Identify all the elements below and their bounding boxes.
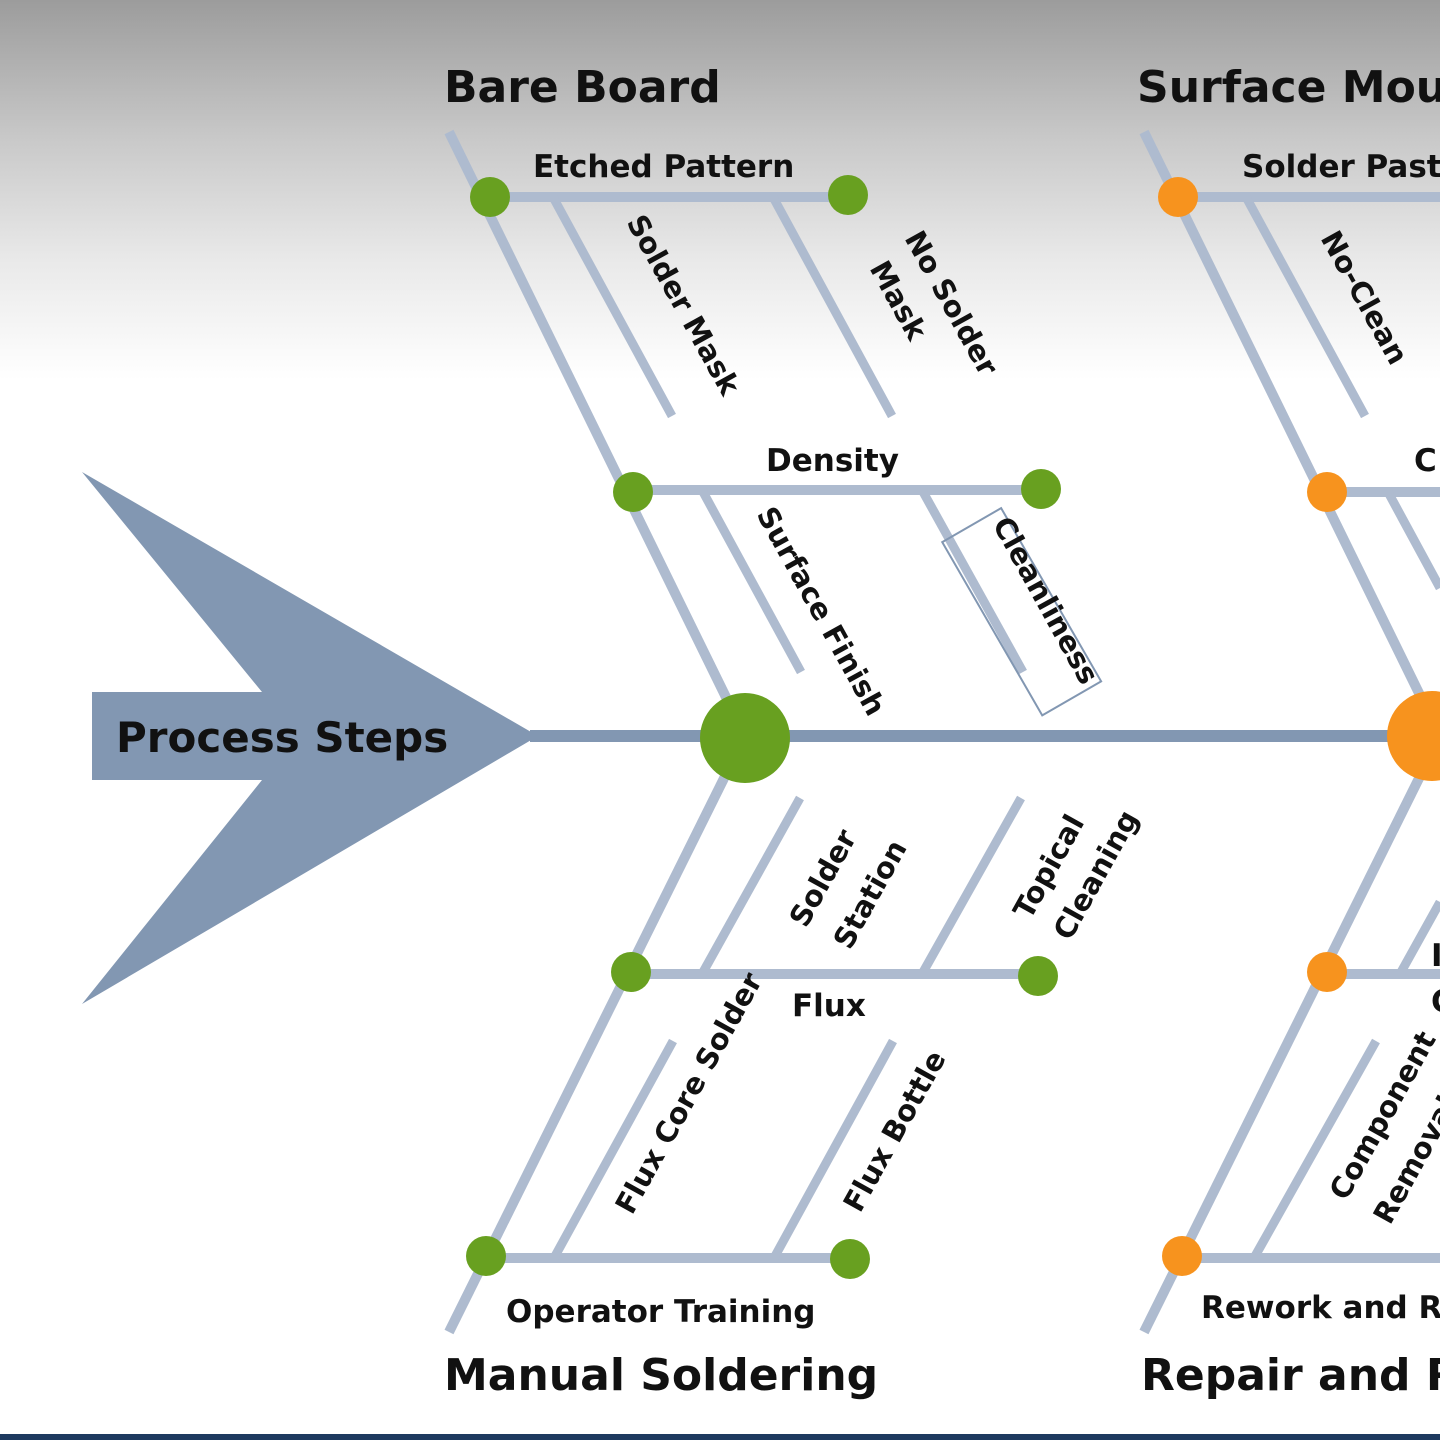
surface-c-leaf-line <box>1384 489 1440 591</box>
repair-main-node <box>1387 691 1440 781</box>
flux-start-node <box>611 952 651 992</box>
solder-mask-leaf-line <box>549 194 676 419</box>
manual-soldering-group: Flux Operator Training Manual Soldering … <box>444 733 1145 1401</box>
repair-upper-start-node <box>1307 952 1347 992</box>
surface-mount-bone <box>1139 129 1440 739</box>
cleanliness-box <box>940 506 1103 717</box>
bare-board-main-node <box>700 693 790 783</box>
manual-soldering-label: Manual Soldering <box>444 1350 878 1401</box>
flux-bottle-label: Flux Bottle <box>836 1045 952 1218</box>
etched-pattern-end-node <box>828 175 868 215</box>
repair-upper-leaf-line <box>1396 899 1440 977</box>
solder-mask-label: Solder Mask <box>620 209 747 402</box>
density-start-node <box>613 472 653 512</box>
density-label: Density <box>766 443 899 479</box>
flux-core-solder-label: Flux Core Solder <box>608 966 769 1219</box>
head-label: Process Steps <box>116 713 448 762</box>
density-end-node <box>1021 469 1061 509</box>
bottom-bar <box>0 1434 1440 1440</box>
repair-upper-label-a: I <box>1431 938 1440 974</box>
flux-core-solder-leaf-line <box>550 1038 677 1261</box>
rework-label: Rework and Re <box>1201 1290 1440 1326</box>
solder-paste-start-node <box>1158 177 1198 217</box>
manual-soldering-bone <box>444 733 750 1335</box>
surface-c-label: C <box>1414 443 1437 479</box>
etched-pattern-label: Etched Pattern <box>533 149 794 185</box>
flux-bottle-leaf-line <box>770 1038 897 1261</box>
operator-training-start-node <box>466 1236 506 1276</box>
solder-station-leaf-line <box>698 795 804 977</box>
flux-label: Flux <box>792 988 866 1024</box>
rework-start-node <box>1162 1236 1202 1276</box>
surface-mount-group: Surface Mour Solder Paste C No-Clean <box>1137 62 1440 739</box>
surface-finish-leaf-line <box>698 487 805 675</box>
operator-training-label: Operator Training <box>506 1294 816 1330</box>
topical-cleaning-leaf-line <box>918 795 1025 977</box>
cleanliness-leaf-line <box>918 487 1027 675</box>
repair-group: I C Rework and Re Repair and Re Componen… <box>1139 691 1440 1401</box>
bare-board-label: Bare Board <box>444 62 721 113</box>
etched-pattern-start-node <box>470 177 510 217</box>
repair-upper-label-b: C <box>1431 984 1440 1020</box>
repair-label: Repair and Re <box>1141 1350 1440 1401</box>
cleanliness-label: Cleanliness <box>986 511 1106 690</box>
surface-c-start-node <box>1307 472 1347 512</box>
head-arrow <box>82 472 538 1004</box>
component-removal-leaf-line <box>1250 1038 1380 1261</box>
operator-training-end-node <box>830 1239 870 1279</box>
bare-board-group: Bare Board Etched Pattern Density Solder… <box>444 62 1106 739</box>
surface-mount-label: Surface Mour <box>1137 62 1440 113</box>
solder-paste-label: Solder Paste <box>1242 149 1440 185</box>
bare-board-bone <box>444 129 750 739</box>
no-solder-mask-leaf-line <box>769 194 896 419</box>
repair-bone <box>1139 733 1440 1335</box>
no-clean-leaf-line <box>1242 194 1369 419</box>
flux-end-node <box>1018 956 1058 996</box>
